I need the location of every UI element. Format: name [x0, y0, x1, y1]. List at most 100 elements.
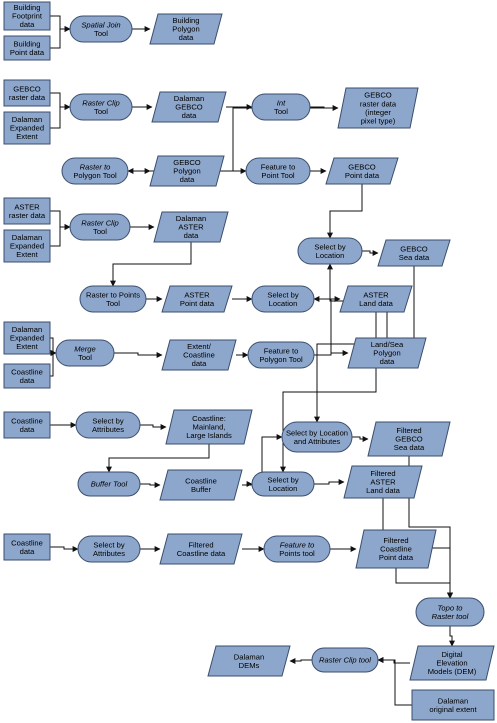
raster-clip-2-label: Raster Clip — [81, 218, 119, 227]
select-loc-1-label: Select by — [314, 242, 345, 251]
dem-label: Digital — [441, 650, 462, 659]
connector-arrow — [110, 242, 192, 287]
feature-to-polygon-label: Feature to — [264, 346, 299, 355]
aster-land-label: ASTER — [363, 290, 389, 299]
feature-to-point-1-label: Point Tool — [261, 171, 295, 180]
dalaman-gebco-label: Dalaman — [174, 94, 204, 103]
gebco-point-shape — [325, 157, 399, 185]
connector-arrow — [50, 224, 71, 247]
raster-clip-1-label: Raster Clip — [82, 98, 120, 107]
aster-point-label: Point data — [180, 299, 215, 308]
dalaman-extent-1-label: Expanded — [10, 124, 44, 133]
coastline-3-label: data — [20, 547, 36, 556]
dalaman-aster-label: ASTER — [178, 223, 204, 232]
select-attr-2-label: Attributes — [93, 549, 125, 558]
select-loc-2-label: Location — [269, 299, 298, 308]
connector-arrow — [242, 481, 253, 487]
coastline-2-label: data — [20, 425, 36, 434]
filtered-coastline-label: Filtered — [188, 540, 213, 549]
land-sea-polygon-label: data — [380, 357, 396, 366]
coastline-mainland-shape — [165, 409, 253, 445]
topo-to-raster-label: Topo to — [437, 603, 462, 612]
dalaman-original-label: Dalaman — [438, 696, 468, 705]
dalaman-dems-label: DEMs — [239, 661, 260, 670]
coastline-buffer-label: Buffer — [191, 485, 212, 494]
filtered-coastline-point-label: Point data — [379, 553, 414, 562]
buffer-tool-label: Buffer Tool — [91, 480, 128, 489]
connector-arrow — [313, 296, 348, 354]
dalaman-dems-label: Dalaman — [234, 652, 264, 661]
dalaman-extent-3-label: Dalaman — [12, 325, 42, 334]
gebco-raster-label: raster data — [9, 93, 46, 102]
building-footprint-label: Footprint — [12, 12, 43, 21]
raster-clip-3-shape — [311, 647, 379, 673]
int-tool-label: Tool — [274, 107, 288, 116]
node-buffer-tool: Buffer Tool — [77, 471, 141, 497]
select-loc-1-shape — [297, 237, 363, 265]
raster-to-polygon-shape — [61, 157, 129, 185]
feature-to-polygon-label: Polygon Tool — [259, 355, 303, 364]
building-polygon-label: data — [179, 33, 195, 42]
topo-to-raster-shape — [415, 597, 485, 627]
connector-arrow — [50, 337, 57, 356]
gebco-int-label: (integer — [365, 108, 391, 117]
building-footprint-shape — [3, 1, 51, 31]
feature-to-point-1-shape — [245, 157, 311, 185]
gebco-int-label: raster data — [360, 99, 397, 108]
raster-to-polygon-label: Polygon Tool — [73, 171, 117, 180]
gebco-sea-label: Sea data — [399, 253, 430, 262]
select-attr-1-label: Select by — [92, 416, 123, 425]
spatial-join-shape — [69, 15, 133, 43]
raster-clip-1-shape — [69, 93, 133, 121]
dalaman-gebco-label: data — [182, 111, 198, 120]
connector-arrow — [289, 658, 312, 664]
dalaman-original-shape — [411, 689, 495, 721]
connector-layer — [50, 15, 455, 706]
raster-to-points-shape — [79, 285, 147, 313]
connector-arrow — [362, 250, 379, 256]
building-point-label: Building — [13, 39, 40, 48]
gebco-raster-label: GEBCO — [13, 84, 41, 93]
raster-clip-3-label: Raster Clip tool — [319, 656, 371, 665]
connector-arrow — [114, 352, 163, 358]
filtered-gebco-sea-label: Filtered — [396, 426, 421, 435]
connector-arrow — [140, 424, 167, 430]
dalaman-extent-2-label: Expanded — [10, 242, 44, 251]
connector-arrow — [50, 26, 71, 49]
building-point-label: Point data — [10, 48, 45, 57]
dalaman-extent-2-shape — [3, 229, 51, 263]
dem-shape — [409, 645, 495, 681]
int-tool-label: Int — [277, 98, 286, 107]
building-polygon-label: Polygon — [172, 25, 199, 34]
building-point-shape — [3, 35, 51, 61]
dalaman-extent-3-label: Extent — [16, 342, 38, 351]
select-attr-1-shape — [75, 411, 141, 439]
select-loc-2-shape — [251, 285, 315, 313]
gebco-int-shape — [337, 87, 419, 129]
raster-to-points-label: Tool — [106, 299, 120, 308]
dalaman-extent-3-shape — [3, 321, 51, 355]
dalaman-gebco-label: GEBCO — [175, 103, 203, 112]
spatial-join-label: Tool — [94, 29, 108, 38]
